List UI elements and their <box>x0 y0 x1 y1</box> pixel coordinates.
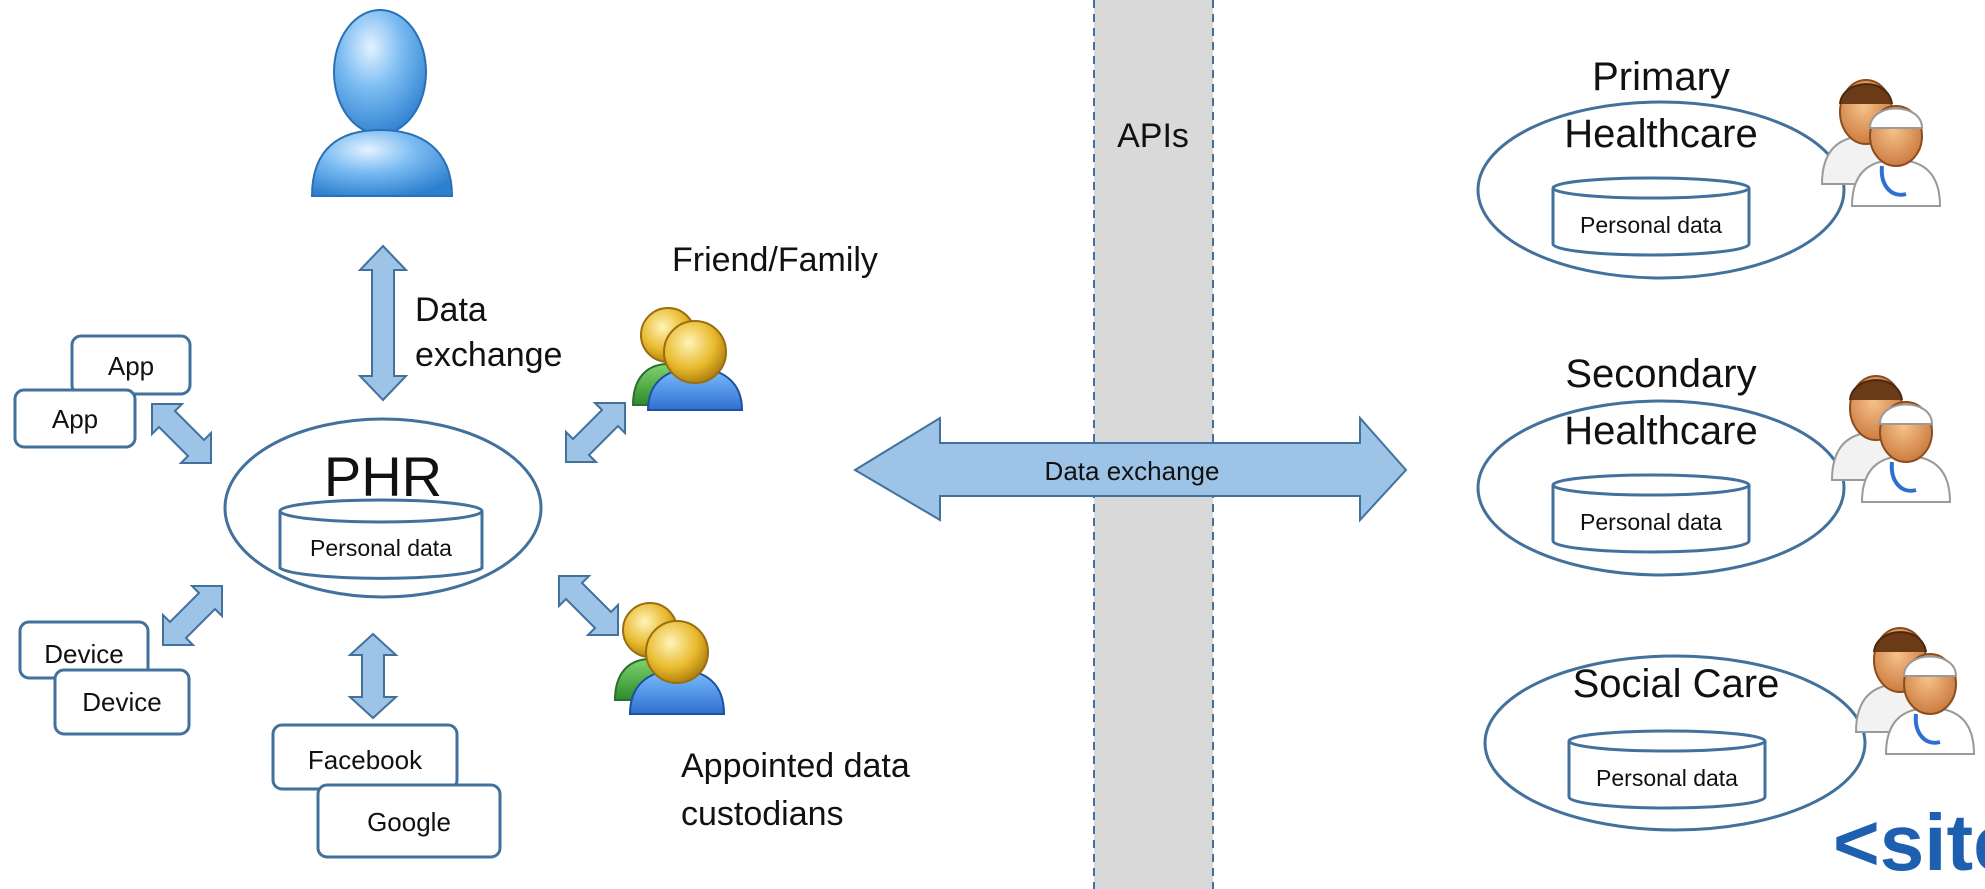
api-label: APIs <box>1117 117 1189 155</box>
social-phr-arrow <box>347 632 399 720</box>
central-data-exchange-label: Data exchange <box>1045 456 1220 486</box>
secondary-clinicians-icon <box>1830 375 1952 503</box>
custodians-phr-arrow <box>558 575 619 636</box>
social-care-title: Social Care <box>1573 662 1780 706</box>
central-data-exchange-arrow: Data exchange <box>853 415 1408 523</box>
device-phr-arrow <box>162 585 223 646</box>
primary-healthcare-title-line1: Primary <box>1592 55 1730 99</box>
app-box-front: App <box>13 388 137 449</box>
user-icon <box>310 9 454 197</box>
app-label-back: App <box>108 351 154 381</box>
phr-personal-data-label: Personal data <box>310 535 452 561</box>
friend-family-label: Friend/Family <box>672 241 878 279</box>
user-phr-arrow <box>357 244 409 402</box>
custodians-label-line2: custodians <box>681 795 844 833</box>
secondary-personal-data-store: Personal data <box>1551 473 1751 554</box>
google-box: Google <box>316 783 502 859</box>
user-exchange-label-line1: Data <box>415 291 487 329</box>
social-care-personal-data-store: Personal data <box>1567 729 1767 810</box>
primary-personal-data-store: Personal data <box>1551 176 1751 257</box>
user-exchange-label-line2: exchange <box>415 336 562 374</box>
primary-clinicians-icon <box>1820 79 1942 207</box>
app-label-front: App <box>52 404 98 434</box>
secondary-personal-data-label: Personal data <box>1580 509 1722 535</box>
social-care-personal-data-label: Personal data <box>1596 765 1738 791</box>
social-care-clinicians-icon <box>1854 627 1976 755</box>
secondary-healthcare-title-line2: Healthcare <box>1564 409 1757 453</box>
secondary-healthcare-node: Secondary Healthcare Personal data <box>1476 352 1846 577</box>
app-phr-arrow <box>151 403 212 464</box>
social-care-node: Social Care Personal data <box>1483 654 1867 832</box>
primary-personal-data-label: Personal data <box>1580 212 1722 238</box>
device-label-back: Device <box>44 639 123 669</box>
brand-logo: <site <box>1833 798 1985 887</box>
device-label-front: Device <box>82 687 161 717</box>
custodians-label-line1: Appointed data <box>681 747 910 785</box>
primary-healthcare-node: Primary Healthcare Personal data <box>1476 55 1846 280</box>
secondary-healthcare-title-line1: Secondary <box>1565 352 1756 396</box>
app-box-back: App <box>70 334 192 396</box>
primary-healthcare-title-line2: Healthcare <box>1564 112 1757 156</box>
device-box-front: Device <box>53 668 191 736</box>
friend-family-group-icon <box>631 307 744 411</box>
phr-personal-data-store: Personal data <box>278 498 484 580</box>
custodians-group-icon <box>613 602 726 715</box>
phr-node: PHR Personal data <box>223 417 543 599</box>
facebook-label: Facebook <box>308 745 423 775</box>
device-box-back: Device <box>18 620 150 680</box>
phr-title: PHR <box>324 445 442 508</box>
facebook-box: Facebook <box>271 723 459 791</box>
google-label: Google <box>367 807 451 837</box>
friend-phr-arrow <box>565 402 626 463</box>
